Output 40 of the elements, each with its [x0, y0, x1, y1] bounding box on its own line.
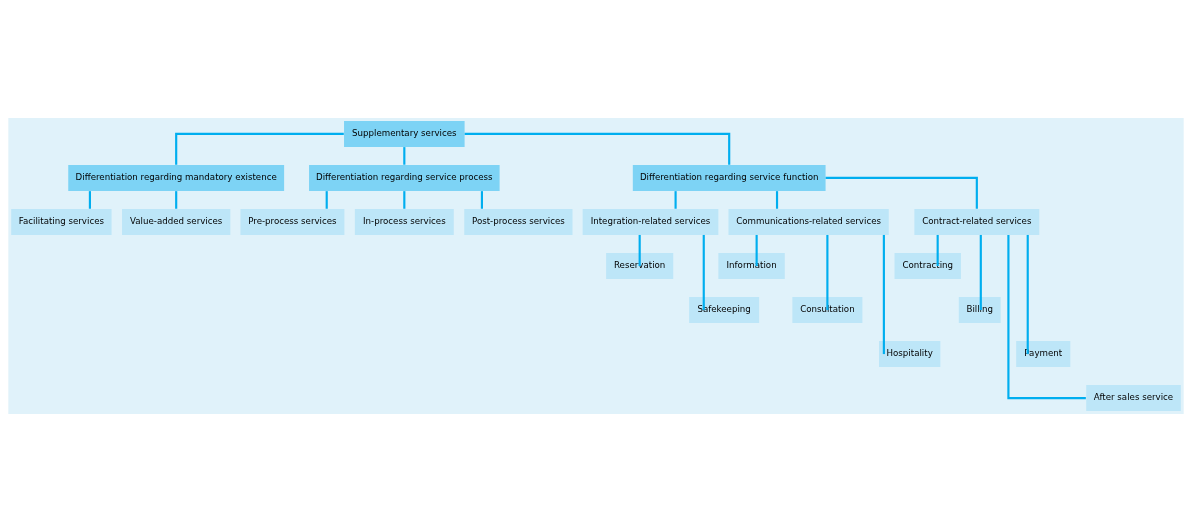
connector [755, 234, 758, 266]
node-box: Contracting [894, 252, 961, 279]
node-box: Hospitality [879, 340, 941, 367]
node-box: Value-added services [122, 208, 231, 235]
connector [702, 234, 705, 310]
connector [638, 234, 641, 266]
node-box: Contract-related services [914, 208, 1040, 235]
node-box: Differentiation regarding mandatory existence [68, 164, 285, 191]
connector [882, 234, 885, 354]
node-box: In-process services [354, 208, 454, 235]
connector [175, 190, 178, 209]
connector [775, 190, 779, 209]
connector [1007, 234, 1086, 399]
connector [936, 234, 939, 266]
node-box: Integration-related services [582, 208, 719, 235]
connector [464, 132, 731, 165]
connector [826, 234, 829, 310]
node-box: Payment [1016, 340, 1071, 367]
connector [674, 190, 677, 209]
connector [1026, 234, 1029, 354]
node-box: Information [718, 252, 785, 279]
connector [825, 176, 978, 209]
connector [175, 132, 344, 165]
node-box: Differentiation regarding service function [632, 164, 826, 191]
node-box: Differentiation regarding service process [309, 164, 500, 191]
node-box: Facilitating services [11, 208, 112, 235]
node-box: Supplementary services [344, 120, 465, 147]
node-box: Post-process services [464, 208, 573, 235]
node-box: Communications-related services [728, 208, 889, 235]
node-box: After sales service [1086, 384, 1181, 411]
node-box: Safekeeping [689, 296, 760, 323]
connector [403, 146, 406, 165]
connector [480, 190, 483, 209]
connector [979, 234, 982, 310]
connector [403, 190, 406, 209]
connector [88, 190, 91, 209]
node-box: Consultation [792, 296, 863, 323]
connector [325, 190, 328, 209]
node-box: Reservation [606, 252, 674, 279]
node-box: Pre-process services [240, 208, 345, 235]
